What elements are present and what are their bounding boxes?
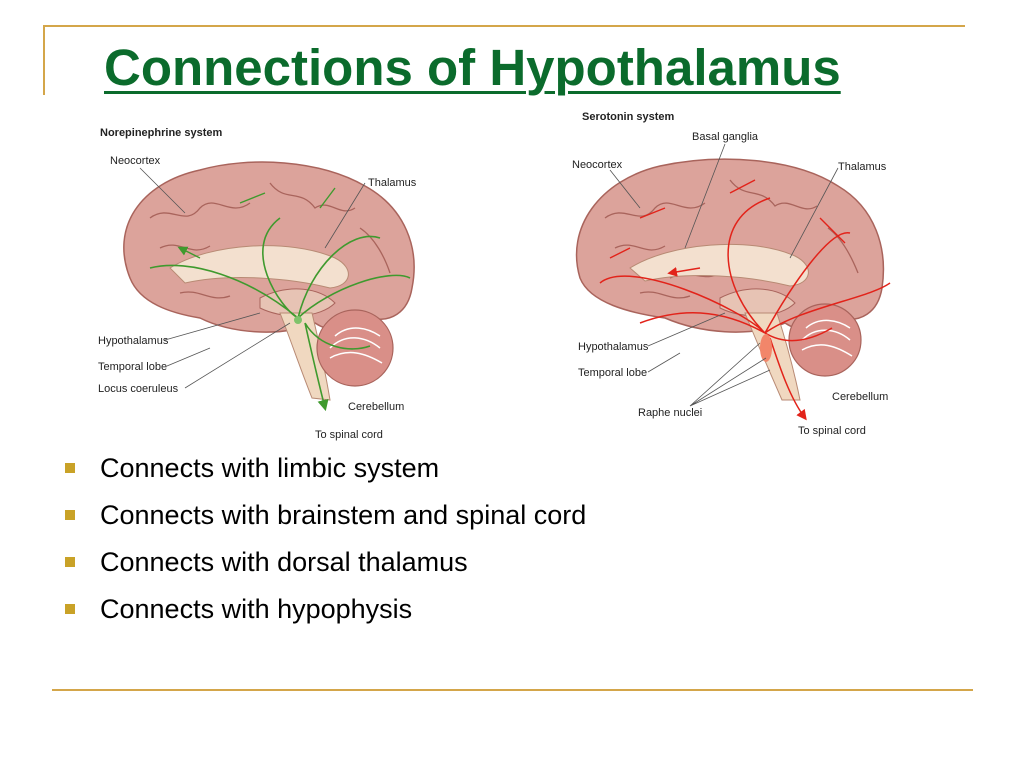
thalamus-left	[259, 288, 336, 317]
brainstem-right	[744, 312, 801, 401]
serotonin-pathways	[599, 197, 891, 418]
serotonin-brain: Serotonin system Basal ganglia Neocortex…	[572, 111, 891, 437]
bullet-item: Connects with brainstem and spinal cord	[60, 495, 586, 542]
square-bullet-icon	[65, 557, 75, 567]
square-bullet-icon	[65, 604, 75, 614]
slide-title: Connections of Hypothalamus	[104, 39, 841, 96]
norepinephrine-heading: Norepinephrine system	[100, 127, 222, 139]
bullet-text: Connects with brainstem and spinal cord	[100, 500, 587, 530]
raphe-nuclei-shape	[760, 334, 772, 362]
label-temporal-lobe-right: Temporal lobe	[578, 367, 647, 379]
serotonin-branches	[609, 179, 846, 273]
label-locus-coeruleus: Locus coeruleus	[98, 383, 179, 395]
label-raphe-nuclei: Raphe nuclei	[638, 407, 702, 419]
label-spinal-cord-right: To spinal cord	[798, 425, 866, 437]
cerebellum-folia-right	[801, 319, 853, 357]
label-temporal-lobe-left: Temporal lobe	[98, 361, 167, 373]
corpus-callosum-left	[169, 245, 349, 289]
bullet-text: Connects with hypophysis	[100, 594, 413, 624]
bullet-list: Connects with limbic system Connects wit…	[60, 448, 586, 636]
left-rule	[43, 25, 45, 95]
cerebellum-left	[316, 309, 394, 387]
norepinephrine-pathways	[149, 217, 411, 408]
brain-diagram: Norepinephrine system Neocortex Thalamus…	[98, 111, 891, 441]
bullet-item: Connects with hypophysis	[60, 589, 586, 636]
square-bullet-icon	[65, 510, 75, 520]
bullet-item: Connects with dorsal thalamus	[60, 542, 586, 589]
label-spinal-cord-left: To spinal cord	[315, 429, 383, 441]
label-thalamus-left: Thalamus	[368, 177, 417, 189]
label-hypothalamus-right: Hypothalamus	[578, 341, 649, 353]
brain-figure: Norepinephrine system Neocortex Thalamus…	[90, 108, 920, 448]
gyri-right	[604, 179, 859, 299]
square-bullet-icon	[65, 463, 75, 473]
bullet-text: Connects with limbic system	[100, 453, 440, 483]
top-rule	[43, 25, 965, 27]
label-cerebellum-left: Cerebellum	[348, 401, 404, 413]
label-cerebellum-right: Cerebellum	[832, 391, 888, 403]
bottom-rule	[52, 689, 973, 691]
label-neocortex-left: Neocortex	[110, 155, 161, 167]
label-thalamus-right: Thalamus	[838, 161, 887, 173]
bullet-item: Connects with limbic system	[60, 448, 586, 495]
cerebellum-folia-left	[329, 327, 383, 364]
locus-coeruleus-dot	[294, 316, 302, 324]
label-basal-ganglia: Basal ganglia	[692, 131, 759, 143]
serotonin-heading: Serotonin system	[582, 111, 675, 123]
norepinephrine-branches	[180, 187, 336, 259]
norepinephrine-brain: Norepinephrine system Neocortex Thalamus…	[98, 127, 417, 441]
label-neocortex-right: Neocortex	[572, 159, 623, 171]
label-hypothalamus-left: Hypothalamus	[98, 335, 169, 347]
bullet-text: Connects with dorsal thalamus	[100, 547, 468, 577]
leader-lines-left	[139, 167, 366, 389]
leader-lines-right	[609, 143, 839, 407]
